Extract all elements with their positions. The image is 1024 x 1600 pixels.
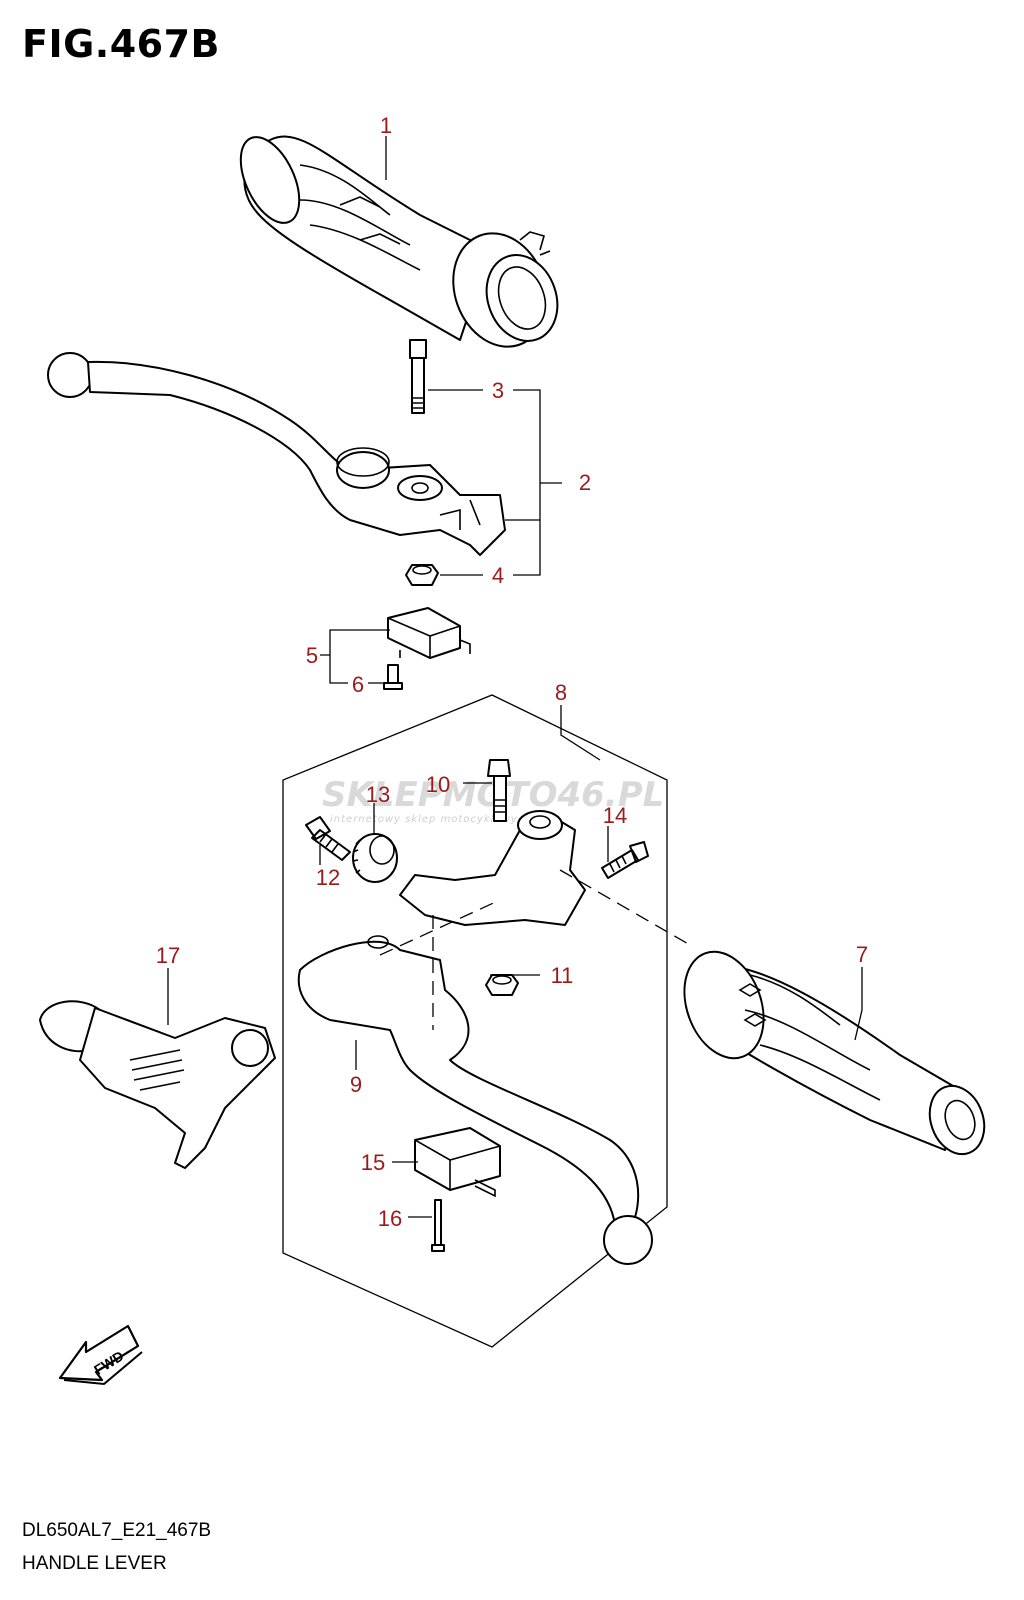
part-13-adjuster-dial	[352, 833, 398, 883]
callout-10: 10	[426, 772, 450, 797]
part-1-throttle-grip	[239, 135, 559, 348]
callout-3: 3	[492, 378, 504, 403]
part-9-clutch-lever	[297, 935, 653, 1265]
part-8-assembly-boundary	[282, 694, 668, 1348]
part-15-switch	[414, 1127, 501, 1198]
callout-5: 5	[306, 643, 318, 668]
watermark-sub: internetowy sklep motocyklowy	[330, 814, 518, 825]
centerline-lever	[379, 899, 501, 956]
callout-8: 8	[555, 680, 567, 705]
part-11-nut	[485, 974, 519, 996]
part-16-screw	[431, 1199, 445, 1252]
callout-6: 6	[352, 672, 364, 697]
part-17-lever-holder	[39, 1000, 276, 1169]
callout-11: 11	[551, 963, 574, 988]
part-6-screw	[383, 664, 403, 690]
leader-lines	[167, 136, 863, 1218]
lever-bracket	[399, 810, 586, 926]
fwd-arrow-symbol: FWD	[58, 1324, 143, 1386]
callout-4: 4	[492, 563, 504, 588]
callout-labels: 1 2 3 4 5 6 7 8 9 10 11 12 13 14 15 16 1…	[156, 113, 868, 1231]
centerline-grip	[559, 869, 691, 946]
callout-9: 9	[350, 1072, 362, 1097]
part-4-nut	[405, 564, 439, 586]
callout-7: 7	[856, 942, 868, 967]
callout-2: 2	[579, 470, 591, 495]
figure-name: HANDLE LEVER	[22, 1553, 167, 1574]
figure-title: FIG.467B	[22, 22, 221, 66]
part-2-brake-lever	[47, 352, 506, 556]
callout-13: 13	[366, 782, 390, 807]
part-7-grip	[683, 950, 986, 1156]
callout-15: 15	[361, 1150, 385, 1175]
callout-16: 16	[378, 1206, 402, 1231]
part-14-bolt	[601, 841, 649, 879]
callout-17: 17	[156, 943, 180, 968]
part-12-adjuster-bolt	[305, 816, 351, 861]
callout-12: 12	[316, 865, 340, 890]
part-10-bolt	[487, 759, 511, 822]
part-3-bolt	[409, 339, 427, 414]
callout-1: 1	[380, 113, 392, 138]
model-code: DL650AL7_E21_467B	[22, 1520, 212, 1541]
part-5-switch	[387, 607, 471, 659]
callout-14: 14	[603, 803, 627, 828]
